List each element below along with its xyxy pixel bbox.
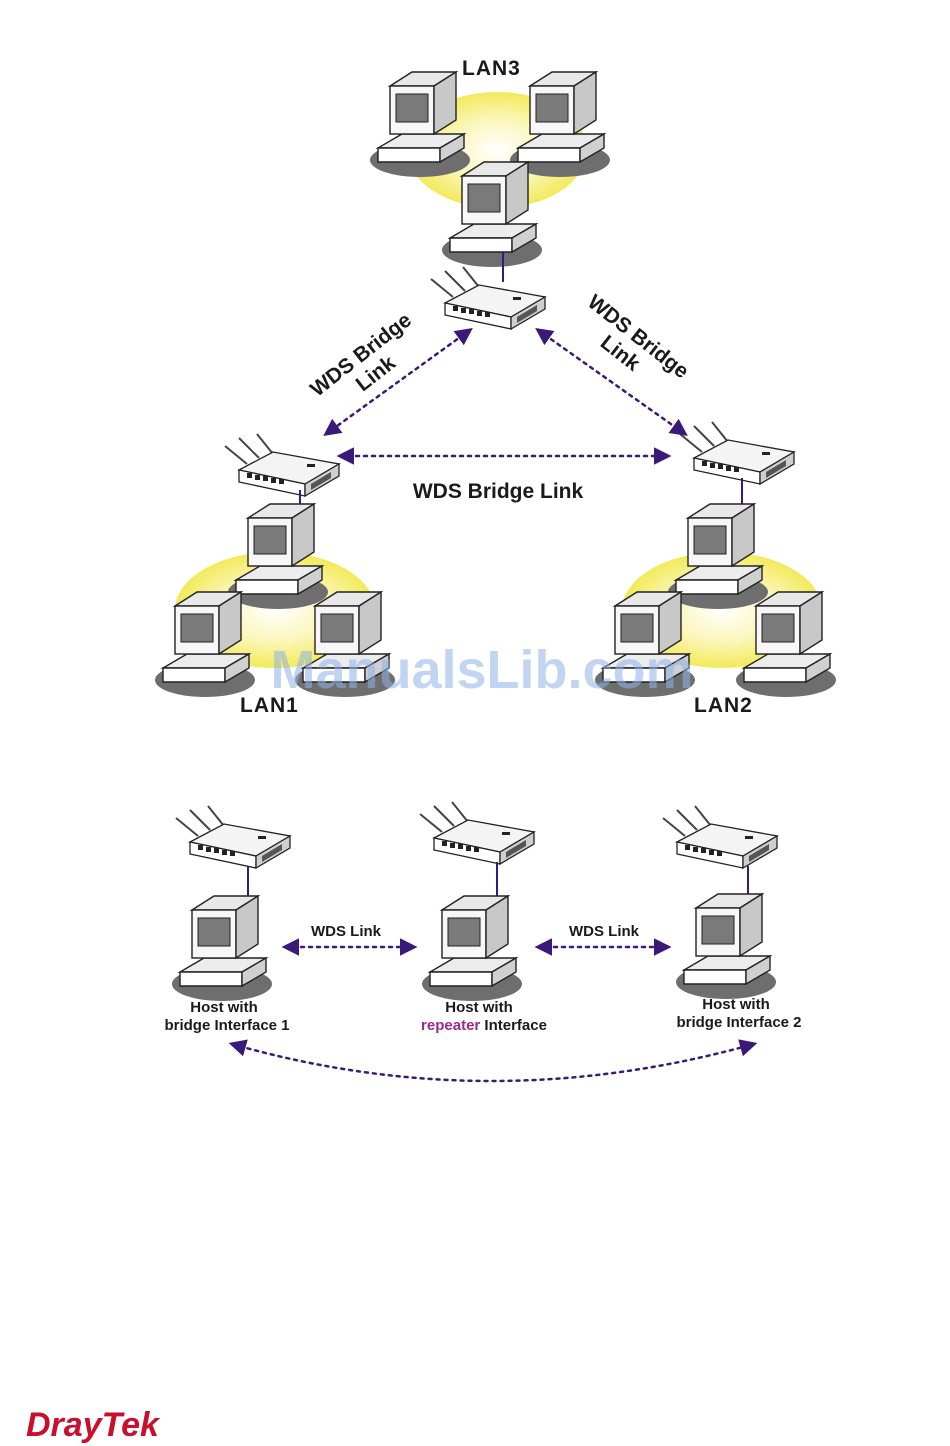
host3-pc-icon <box>676 894 776 999</box>
host2-router-icon <box>420 802 534 864</box>
lan3-router-icon <box>431 267 545 329</box>
host1-router-icon <box>176 806 290 868</box>
host3-label-line2: bridge Interface 2 <box>676 1014 801 1031</box>
wds-link-arc <box>232 1044 754 1081</box>
diagram-1-wds-bridge: LAN3 LAN1 LAN2 WDS Bridge Link WDS Bridg… <box>155 57 836 717</box>
lan2-label: LAN2 <box>694 694 753 717</box>
lan3-label: LAN3 <box>462 57 521 80</box>
host3-label-line1: Host with <box>702 996 770 1013</box>
host1-pc-icon <box>172 896 272 1001</box>
lan2-router-icon <box>680 422 794 484</box>
host2-label-line2: repeater Interface <box>421 1017 547 1034</box>
diagram-2-wds-repeater: WDS Link WDS Link Host with bridge Inter… <box>164 802 801 1081</box>
repeater-highlight: repeater <box>421 1017 480 1034</box>
host2-pc-icon <box>422 896 522 1001</box>
draytek-logo: DrayTek <box>26 1406 161 1444</box>
lan1-router-icon <box>225 434 339 496</box>
host2-label-line1: Host with <box>445 999 513 1016</box>
wds-link-left-label: WDS Link <box>311 923 382 940</box>
watermark-text: ManualsLib.com <box>270 640 693 700</box>
host2-label-line2-rest: Interface <box>480 1017 547 1034</box>
wds-link-right-label: WDS Link <box>569 923 640 940</box>
host1-label-line2: bridge Interface 1 <box>164 1017 289 1034</box>
wds-link-left <box>326 330 470 434</box>
bottom-link-label: WDS Bridge Link <box>413 480 584 503</box>
host1-label-line1: Host with <box>190 999 258 1016</box>
right-link-label-line1: WDS Bridge <box>583 290 693 383</box>
host3-router-icon <box>663 806 777 868</box>
